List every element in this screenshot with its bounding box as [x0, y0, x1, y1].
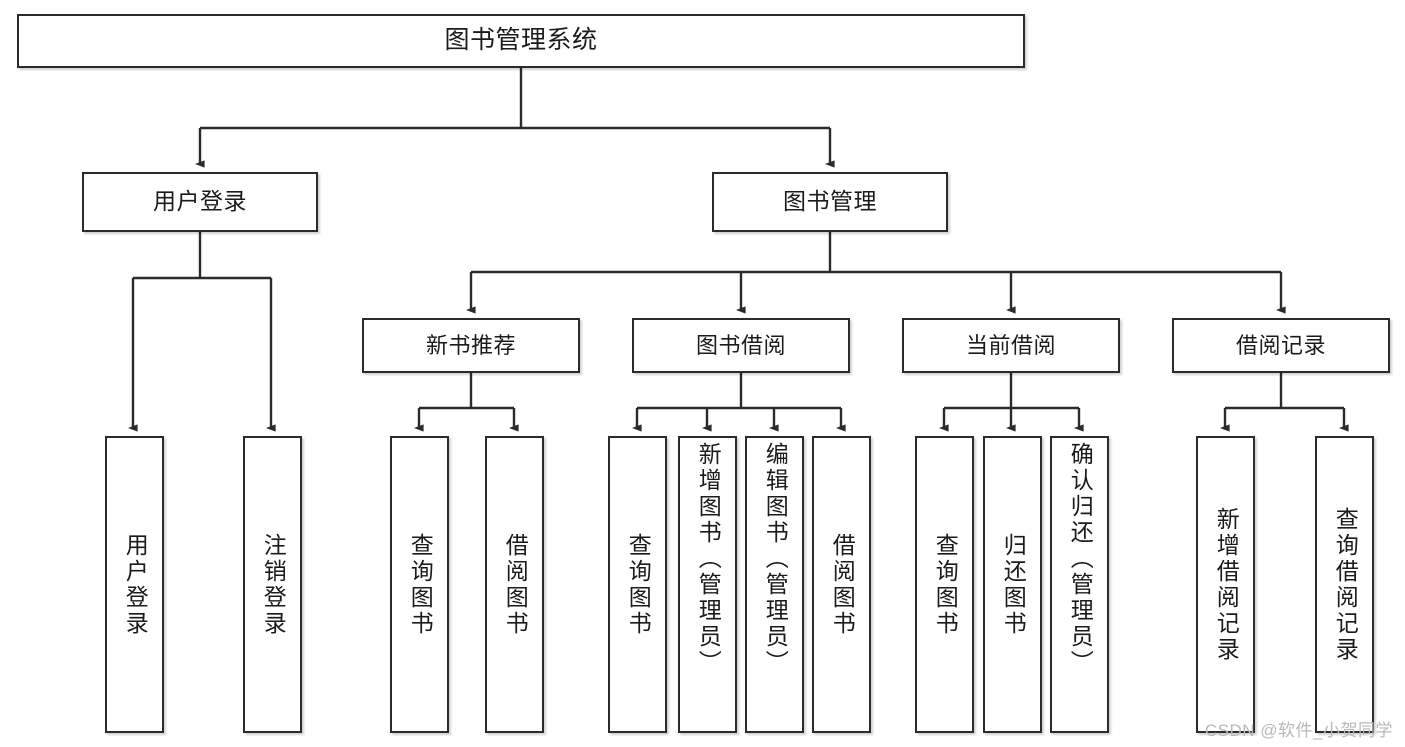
leaf-add-book-admin-label: 新增图书（管理员） [695, 442, 722, 676]
leaf-add-book-admin[interactable]: 新增图书（管理员） [678, 436, 737, 733]
leaf-user-login-label: 用户登录 [122, 532, 149, 637]
leaf-borrow-book-recommend[interactable]: 借阅图书 [485, 436, 544, 733]
leaf-edit-book-admin-label: 编辑图书（管理员） [762, 442, 789, 676]
leaf-return-book[interactable]: 归还图书 [983, 436, 1042, 733]
leaf-query-borrow-record[interactable]: 查询借阅记录 [1315, 436, 1374, 733]
leaf-query-book-current[interactable]: 查询图书 [915, 436, 974, 733]
leaf-return-book-label: 归还图书 [1000, 532, 1027, 637]
node-user-login-label: 用户登录 [153, 188, 247, 215]
leaf-borrow-book-recommend-label: 借阅图书 [502, 532, 529, 637]
leaf-query-book-borrow[interactable]: 查询图书 [608, 436, 667, 733]
node-current-borrow-label: 当前借阅 [965, 332, 1056, 358]
leaf-logout-login[interactable]: 注销登录 [243, 436, 302, 733]
leaf-edit-book-admin[interactable]: 编辑图书（管理员） [745, 436, 804, 733]
node-root-label: 图书管理系统 [444, 26, 598, 55]
node-borrow-record-label: 借阅记录 [1235, 332, 1326, 358]
leaf-user-login[interactable]: 用户登录 [105, 436, 164, 733]
node-book-management-label: 图书管理 [783, 188, 877, 215]
leaf-confirm-return-admin[interactable]: 确认归还（管理员） [1050, 436, 1109, 733]
leaf-borrow-book[interactable]: 借阅图书 [812, 436, 871, 733]
node-book-borrow[interactable]: 图书借阅 [632, 318, 850, 373]
node-new-book-recommend[interactable]: 新书推荐 [362, 318, 580, 373]
leaf-borrow-book-label: 借阅图书 [829, 532, 856, 637]
leaf-query-borrow-record-label: 查询借阅记录 [1332, 506, 1359, 663]
node-book-borrow-label: 图书借阅 [695, 332, 786, 358]
leaf-logout-login-label: 注销登录 [260, 532, 287, 637]
leaf-query-book-current-label: 查询图书 [932, 532, 959, 637]
leaf-add-borrow-record[interactable]: 新增借阅记录 [1196, 436, 1255, 733]
node-current-borrow[interactable]: 当前借阅 [902, 318, 1120, 373]
leaf-confirm-return-admin-label: 确认归还（管理员） [1067, 442, 1094, 676]
node-borrow-record[interactable]: 借阅记录 [1172, 318, 1390, 373]
watermark: CSDN @软件_小贺同学 [1204, 721, 1393, 740]
leaf-query-book-borrow-label: 查询图书 [625, 532, 652, 637]
node-new-book-recommend-label: 新书推荐 [425, 332, 516, 358]
leaf-add-borrow-record-label: 新增借阅记录 [1213, 506, 1240, 663]
leaf-query-book-recommend[interactable]: 查询图书 [390, 436, 449, 733]
node-book-management[interactable]: 图书管理 [712, 172, 948, 232]
node-user-login[interactable]: 用户登录 [82, 172, 318, 232]
node-root[interactable]: 图书管理系统 [17, 14, 1025, 68]
leaf-query-book-recommend-label: 查询图书 [407, 532, 434, 637]
